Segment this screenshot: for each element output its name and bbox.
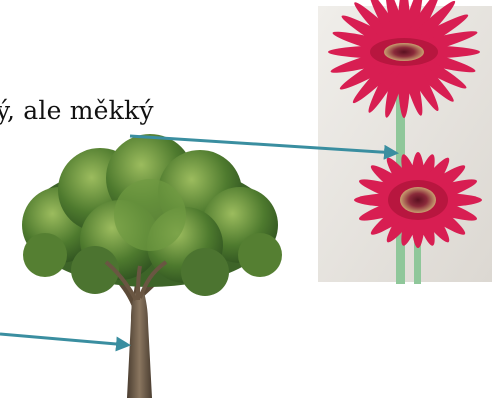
- tree-illustration: [22, 134, 282, 398]
- flower-photo: [318, 0, 492, 284]
- foliage-icon: [22, 134, 282, 296]
- trunk-icon: [127, 292, 152, 398]
- arrow-to-trunk-icon: [0, 334, 128, 345]
- gerbera-bottom-icon: [354, 152, 482, 248]
